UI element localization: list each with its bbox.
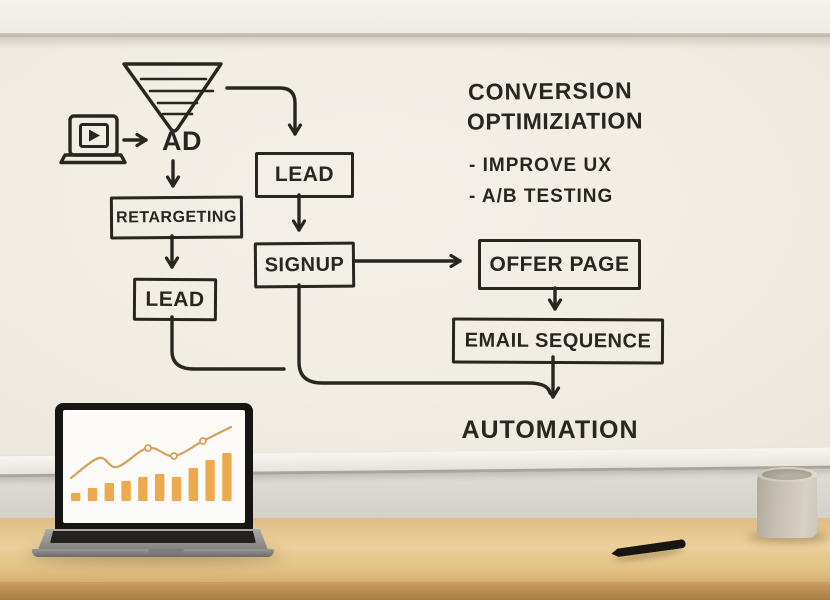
node-email-sequence: EMAIL SEQUENCE [451, 317, 665, 365]
cup-opening [762, 469, 812, 480]
label-ad: AD [162, 126, 202, 156]
whiteboard-top-frame [0, 33, 830, 37]
wall-above-whiteboard [0, 0, 830, 33]
cup-rim [757, 467, 817, 482]
ceramic-cup [757, 467, 817, 538]
note-bullet-ab-testing: - A/B TESTING [469, 186, 614, 207]
laptop-chart [69, 425, 233, 501]
note-title-line2: OPTIMIZIATION [466, 107, 644, 135]
node-signup: SIGNUP [253, 241, 356, 289]
laptop-screen [55, 403, 253, 530]
whiteboard-top-shadow [0, 37, 830, 49]
note-bullet-improve-ux: - IMPROVE UX [469, 155, 612, 176]
node-lead-left: LEAD [132, 277, 218, 322]
note-title-line1: CONVERSION [467, 77, 633, 105]
laptop-trackpad-notch [148, 549, 184, 554]
laptop-display [63, 410, 245, 523]
label-automation: AUTOMATION [461, 416, 639, 444]
node-offer-page: OFFER PAGE [478, 239, 641, 290]
node-retargeting: RETARGETING [109, 195, 244, 240]
whiteboard-surface [0, 37, 830, 455]
desk-front-edge [0, 582, 830, 600]
laptop-keyboard [50, 531, 256, 543]
node-lead-top: LEAD [255, 152, 354, 198]
laptop-base [38, 529, 268, 550]
